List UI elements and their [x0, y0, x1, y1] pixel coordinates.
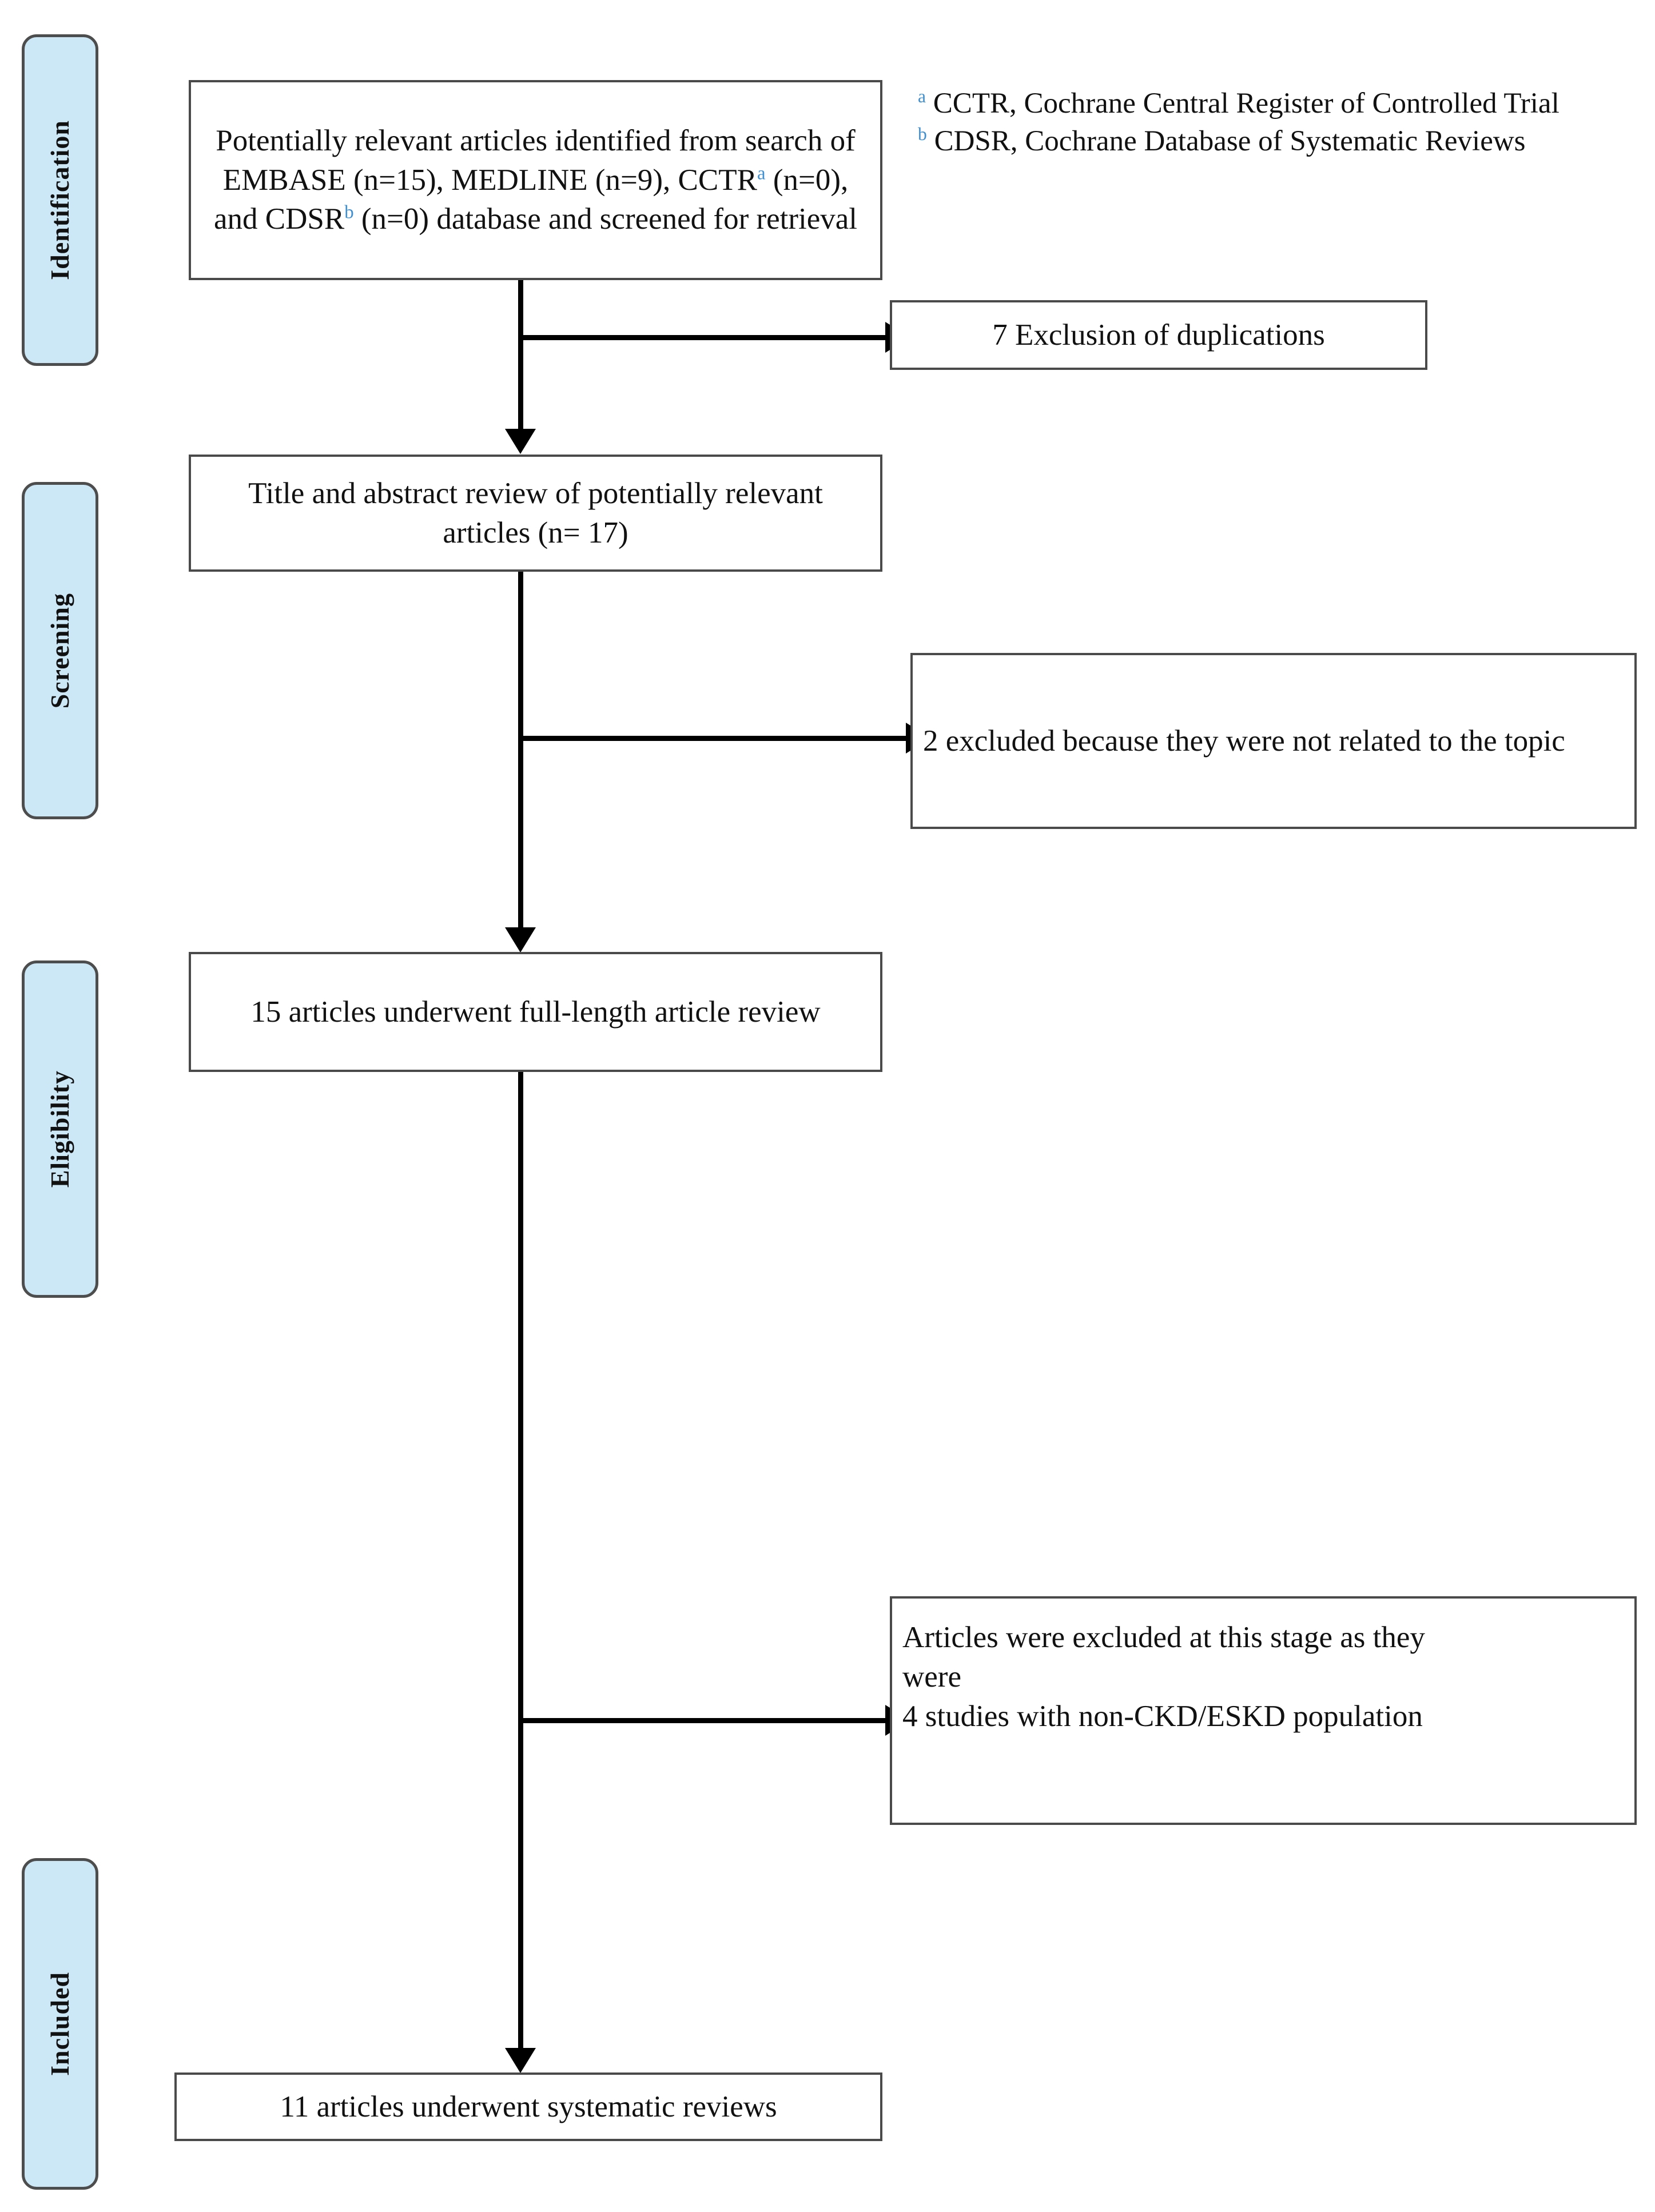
stage-label-screening: Screening — [45, 592, 74, 709]
excluded-at-stage-line1: Articles were excluded at this stage as … — [902, 1621, 1425, 1654]
connector-branch-not-related — [518, 736, 910, 741]
connector-branch-stage-excluded — [518, 1718, 890, 1723]
box-duplications-excluded-text: 7 Exclusion of duplications — [992, 318, 1325, 352]
connector-branch-duplications — [518, 335, 890, 340]
excluded-at-stage-line3: 4 studies with non-CKD/ESKD population — [902, 1699, 1423, 1733]
footnotes-block: a CCTR, Cochrane Central Register of Con… — [918, 85, 1638, 161]
footnote-b-marker: b — [918, 124, 927, 145]
arrowhead-into-full-length-box — [505, 927, 536, 952]
box-full-length-review-text: 15 articles underwent full-length articl… — [250, 995, 821, 1029]
arrowhead-into-title-abstract-box — [505, 429, 536, 454]
footnote-a-marker: a — [918, 86, 926, 106]
box-duplications-excluded: 7 Exclusion of duplications — [890, 300, 1427, 370]
box-excluded-at-stage-text: Articles were excluded at this stage as … — [892, 1618, 1435, 1736]
records-identified-post: (n=0) database and screened for retrieva… — [353, 202, 858, 236]
connector-trunk-eligibility-to-included — [518, 1072, 523, 2050]
box-full-length-review: 15 articles underwent full-length articl… — [189, 952, 882, 1072]
connector-trunk-identified-to-screening — [518, 280, 523, 430]
records-identified-mid: (n=0), and CDSR — [213, 163, 849, 236]
box-title-abstract-review-text: Title and abstract review of potentially… — [248, 476, 823, 549]
stage-label-identification: Identification — [45, 120, 74, 280]
box-excluded-not-related-text: 2 excluded because they were not related… — [923, 724, 1565, 758]
footnote-b-text: CDSR, Cochrane Database of Systematic Re… — [934, 125, 1526, 158]
arrowhead-into-systematic-reviews-box — [505, 2048, 536, 2073]
box-title-abstract-review: Title and abstract review of potentially… — [189, 455, 882, 572]
footnote-a-text: CCTR, Cochrane Central Register of Contr… — [933, 87, 1559, 119]
box-records-identified: Potentially relevant articles identified… — [189, 80, 882, 280]
records-identified-pre: Potentially relevant articles identified… — [216, 123, 856, 197]
footnote-ref-b: b — [344, 202, 354, 223]
box-excluded-not-related: 2 excluded because they were not related… — [910, 653, 1637, 829]
stage-pill-screening: Screening — [22, 482, 98, 819]
box-records-identified-text: Potentially relevant articles identified… — [191, 121, 880, 240]
stage-pill-eligibility: Eligibility — [22, 960, 98, 1298]
footnote-b: b CDSR, Cochrane Database of Systematic … — [918, 122, 1638, 160]
box-systematic-reviews-included-text: 11 articles underwent systematic reviews — [280, 2090, 777, 2123]
stage-pill-included: Included — [22, 1858, 98, 2190]
box-systematic-reviews-included: 11 articles underwent systematic reviews — [174, 2072, 882, 2141]
footnote-a: a CCTR, Cochrane Central Register of Con… — [918, 85, 1638, 122]
stage-label-eligibility: Eligibility — [45, 1070, 74, 1188]
excluded-at-stage-line2: were — [902, 1660, 961, 1693]
stage-pill-identification: Identification — [22, 34, 98, 366]
footnote-ref-a: a — [757, 162, 766, 184]
connector-trunk-screening-to-eligibility — [518, 572, 523, 929]
box-excluded-at-stage: Articles were excluded at this stage as … — [890, 1596, 1637, 1825]
stage-label-included: Included — [45, 1972, 74, 2076]
